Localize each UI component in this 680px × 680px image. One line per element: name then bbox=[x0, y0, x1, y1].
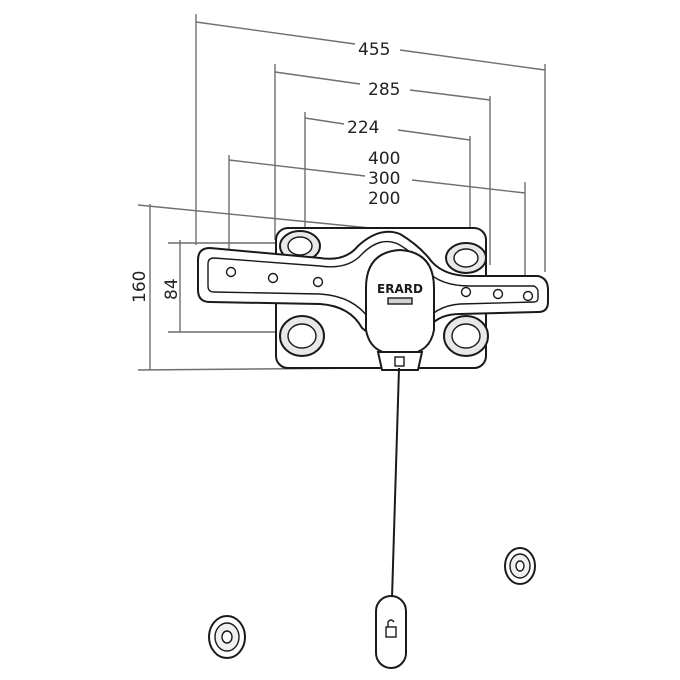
plate-hole-top-left bbox=[279, 230, 321, 262]
dimension-label-400: 400 bbox=[368, 149, 400, 169]
dimension-label-300: 300 bbox=[368, 169, 400, 189]
dimension-label-285: 285 bbox=[368, 80, 400, 100]
arm-hole bbox=[225, 266, 237, 278]
pull-cord-handle[interactable] bbox=[375, 595, 407, 669]
logo-badge bbox=[374, 278, 426, 296]
brand-logo: ERARD bbox=[377, 282, 423, 296]
dimension-label-84: 84 bbox=[162, 278, 182, 300]
dimension-label-200: 200 bbox=[368, 189, 400, 209]
lock-icon bbox=[394, 356, 405, 367]
arm-hole bbox=[267, 272, 279, 284]
dimension-label-455: 455 bbox=[358, 40, 390, 60]
arm-hole bbox=[460, 286, 472, 298]
wall-spacer-left bbox=[208, 615, 246, 659]
wall-spacer-right bbox=[504, 547, 536, 585]
arm-hole bbox=[492, 288, 504, 300]
arm-hole bbox=[312, 276, 324, 288]
dimension-label-160: 160 bbox=[130, 271, 150, 303]
logo-bar bbox=[387, 297, 413, 305]
padlock-icon bbox=[385, 619, 397, 638]
arm-hole bbox=[522, 290, 534, 302]
plate-hole-top-right bbox=[445, 242, 487, 274]
plate-hole-bottom-right bbox=[443, 315, 489, 357]
center-body: ERARD bbox=[365, 248, 435, 371]
dimension-label-224: 224 bbox=[347, 118, 379, 138]
plate-hole-bottom-left bbox=[279, 315, 325, 357]
pull-cord bbox=[391, 367, 400, 599]
